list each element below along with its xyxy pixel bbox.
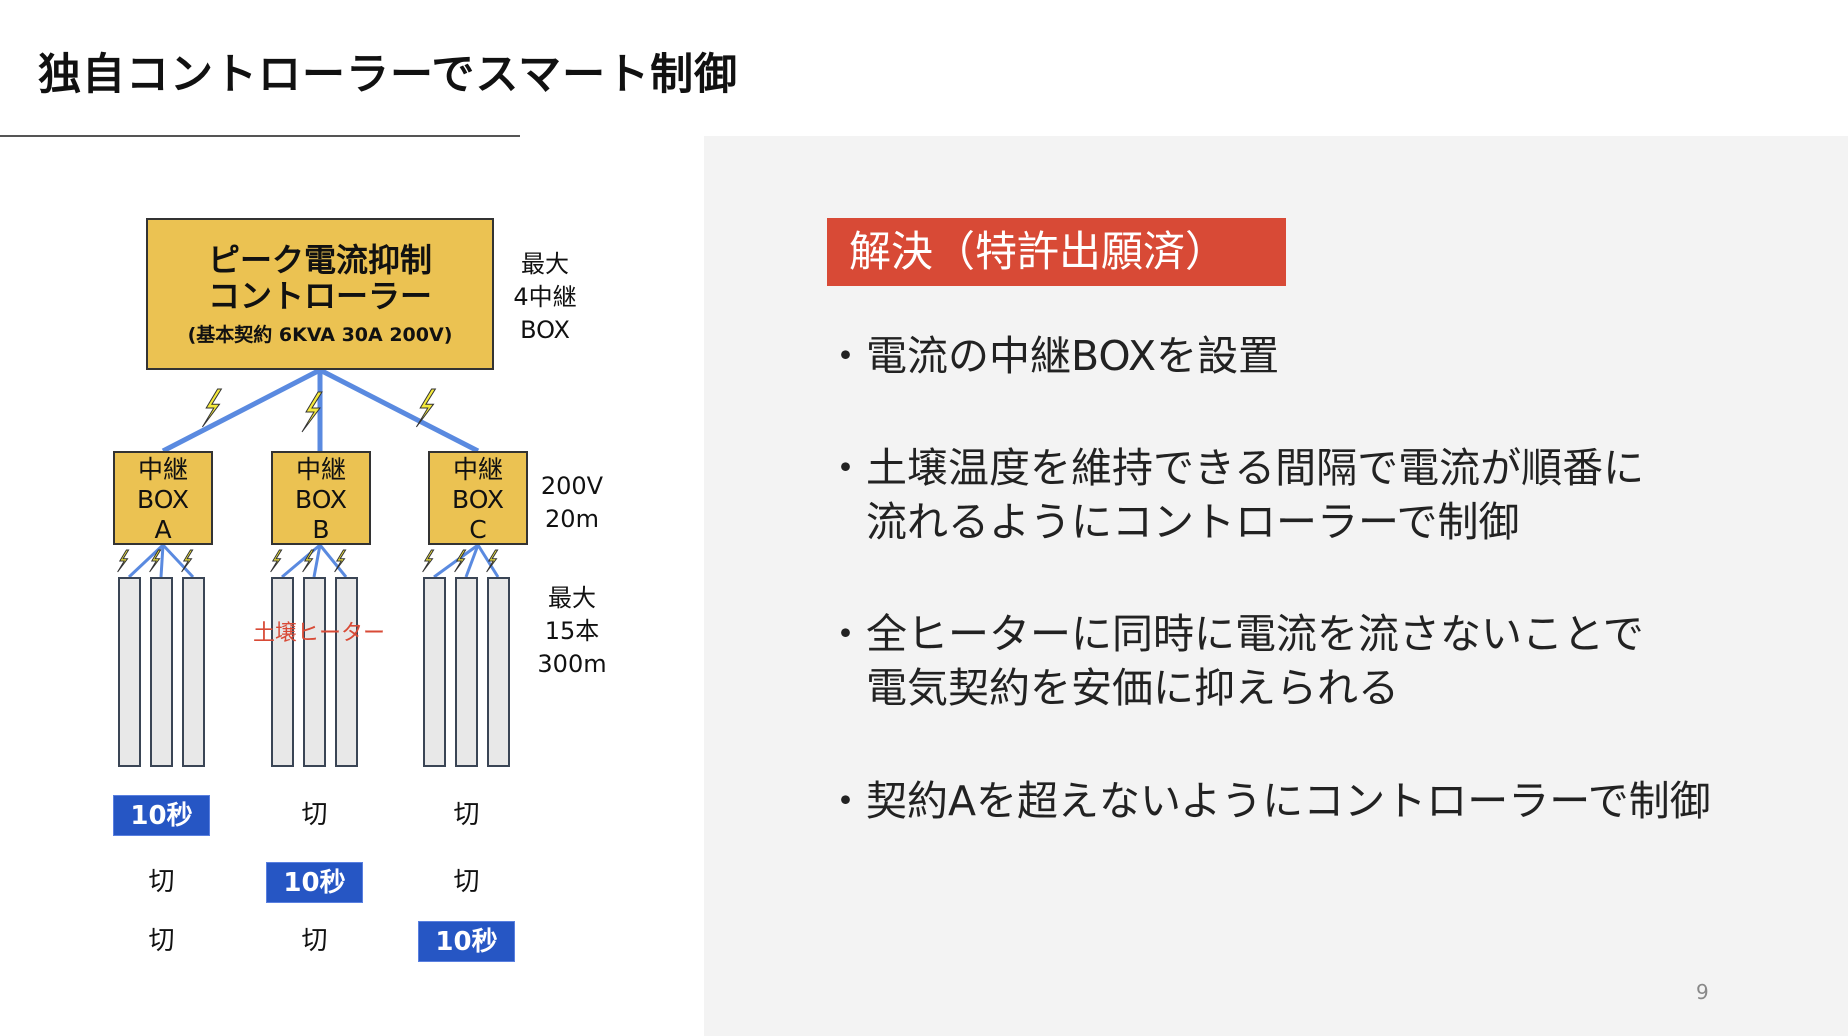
heater-wire [161,543,195,579]
lightning-icon [302,549,315,573]
note-voltage: 200V 20m [527,470,617,536]
relay-label: BOX [452,485,504,514]
slide-title: 独自コントローラーでスマート制御 [38,50,739,100]
lightning-icon [201,388,223,428]
relay-label: 中継 [295,455,346,484]
relay-id: B [312,515,330,544]
solution-badge: 解決（特許出願済） [827,218,1286,286]
bullet-dot: ・ [825,610,866,658]
bullet-dot: ・ [825,444,866,492]
wire-to-relay-c [318,367,480,454]
soil-heater [423,577,446,767]
lightning-icon [486,549,499,573]
bullet-text: 契約Aを超えないようにコントローラーで制御 [866,777,1711,825]
soil-heater [335,577,358,767]
bullet-dot: ・ [825,777,866,825]
bullet-text: 土壌温度を維持できる間隔で電流が順番に [866,444,1645,492]
lightning-icon [415,388,437,428]
note-heaters: 最大 15本 300m [527,582,617,681]
note-text: 15本 [544,617,600,645]
note-text: 200V [540,472,604,500]
status-off: 切 [301,800,328,830]
lightning-icon [422,549,435,573]
status-off: 切 [453,867,480,897]
lightning-icons [117,388,499,573]
bullet-text: 電気契約を安価に抑えられる [866,664,1399,712]
solution-panel [704,136,1848,1036]
note-text: 300m [537,650,607,678]
title-divider [0,135,520,137]
controller-contract: (基本契約 6KVA 30A 200V) [187,324,453,346]
status-off: 切 [301,926,328,956]
lightning-icon [301,391,323,433]
status-on-10s: 10秒 [418,921,515,962]
relay-label: BOX [295,485,347,514]
wire-to-relay-a [161,367,322,454]
lightning-icon [117,549,130,573]
lightning-icon [149,549,162,573]
bullet-item: ・電流の中継BOXを設置 [825,329,1280,383]
heater-wire [159,544,165,578]
bullet-text: 全ヒーターに同時に電流を流さないことで [866,610,1644,658]
soil-heater [487,577,510,767]
controller-title: ピーク電流抑制 [207,241,432,279]
page-number: 9 [1696,980,1709,1004]
heater-wire [476,544,500,578]
note-text: 最大 [548,584,596,612]
note-text: 最大 [521,250,569,278]
main-wires [161,367,480,454]
soil-heater [118,577,141,767]
heater-wire [464,544,480,578]
bullet-text: 流れるようにコントローラーで制御 [866,498,1520,546]
relay-label: 中継 [137,455,188,484]
status-off: 切 [148,926,175,956]
note-text: BOX [520,316,570,344]
lightning-icon [334,549,347,573]
lightning-icon [270,549,283,573]
note-text: 4中継 [513,283,577,311]
soil-heater [303,577,326,767]
relay-label: BOX [137,485,189,514]
status-on-10s: 10秒 [113,795,210,836]
status-on-10s: 10秒 [266,862,363,903]
lightning-icon [454,549,467,573]
relay-id: A [154,515,172,544]
lightning-icon [181,549,194,573]
heater-wire [318,544,348,578]
relay-id: C [469,515,487,544]
relay-label: 中継 [452,455,503,484]
bullet-dot: ・ [825,332,866,380]
bullet-item: ・土壌温度を維持できる間隔で電流が順番に 流れるようにコントローラーで制御 [825,441,1645,549]
heater-wire [127,543,165,579]
status-off: 切 [148,867,175,897]
controller-box: ピーク電流抑制 コントローラー (基本契約 6KVA 30A 200V) [146,218,494,370]
soil-heater [271,577,294,767]
controller-title-2: コントローラー [207,277,432,315]
heater-wire [433,543,479,579]
note-max-relay: 最大 4中継 BOX [500,248,590,347]
soil-heater [455,577,478,767]
heater-label: 土壌ヒーター [253,621,386,646]
heater-wire [312,544,322,578]
note-text: 20m [545,505,599,533]
status-off: 切 [453,800,480,830]
bullet-item: ・全ヒーターに同時に電流を流さないことで 電気契約を安価に抑えられる [825,607,1644,715]
soil-heater [150,577,173,767]
bullet-item: ・契約Aを超えないようにコントローラーで制御 [825,774,1711,828]
bullet-text: 電流の中継BOXを設置 [866,332,1280,380]
soil-heater [182,577,205,767]
